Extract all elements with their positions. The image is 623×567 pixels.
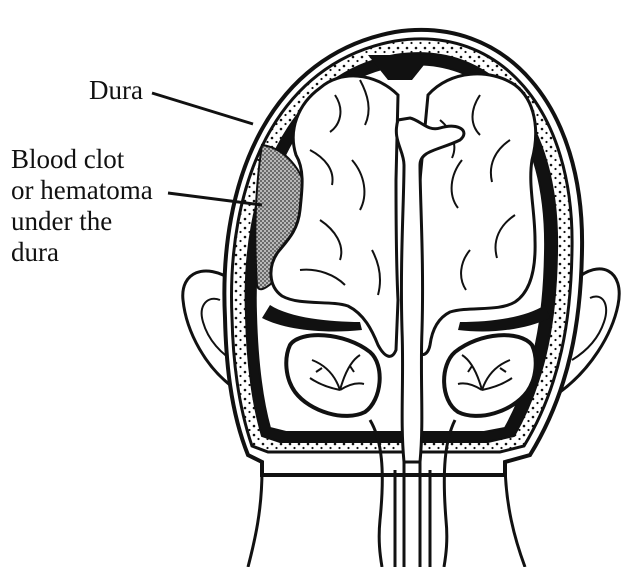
hematoma-label-line-3: under the — [11, 206, 153, 237]
hematoma-label-line-4: dura — [11, 237, 153, 268]
hematoma-label-line-2: or hematoma — [11, 175, 153, 206]
hematoma-label-line-1: Blood clot — [11, 144, 153, 175]
hematoma-label: Blood clot or hematoma under the dura — [11, 144, 153, 268]
dura-label: Dura — [89, 75, 143, 106]
dura-leader-line — [152, 93, 253, 124]
